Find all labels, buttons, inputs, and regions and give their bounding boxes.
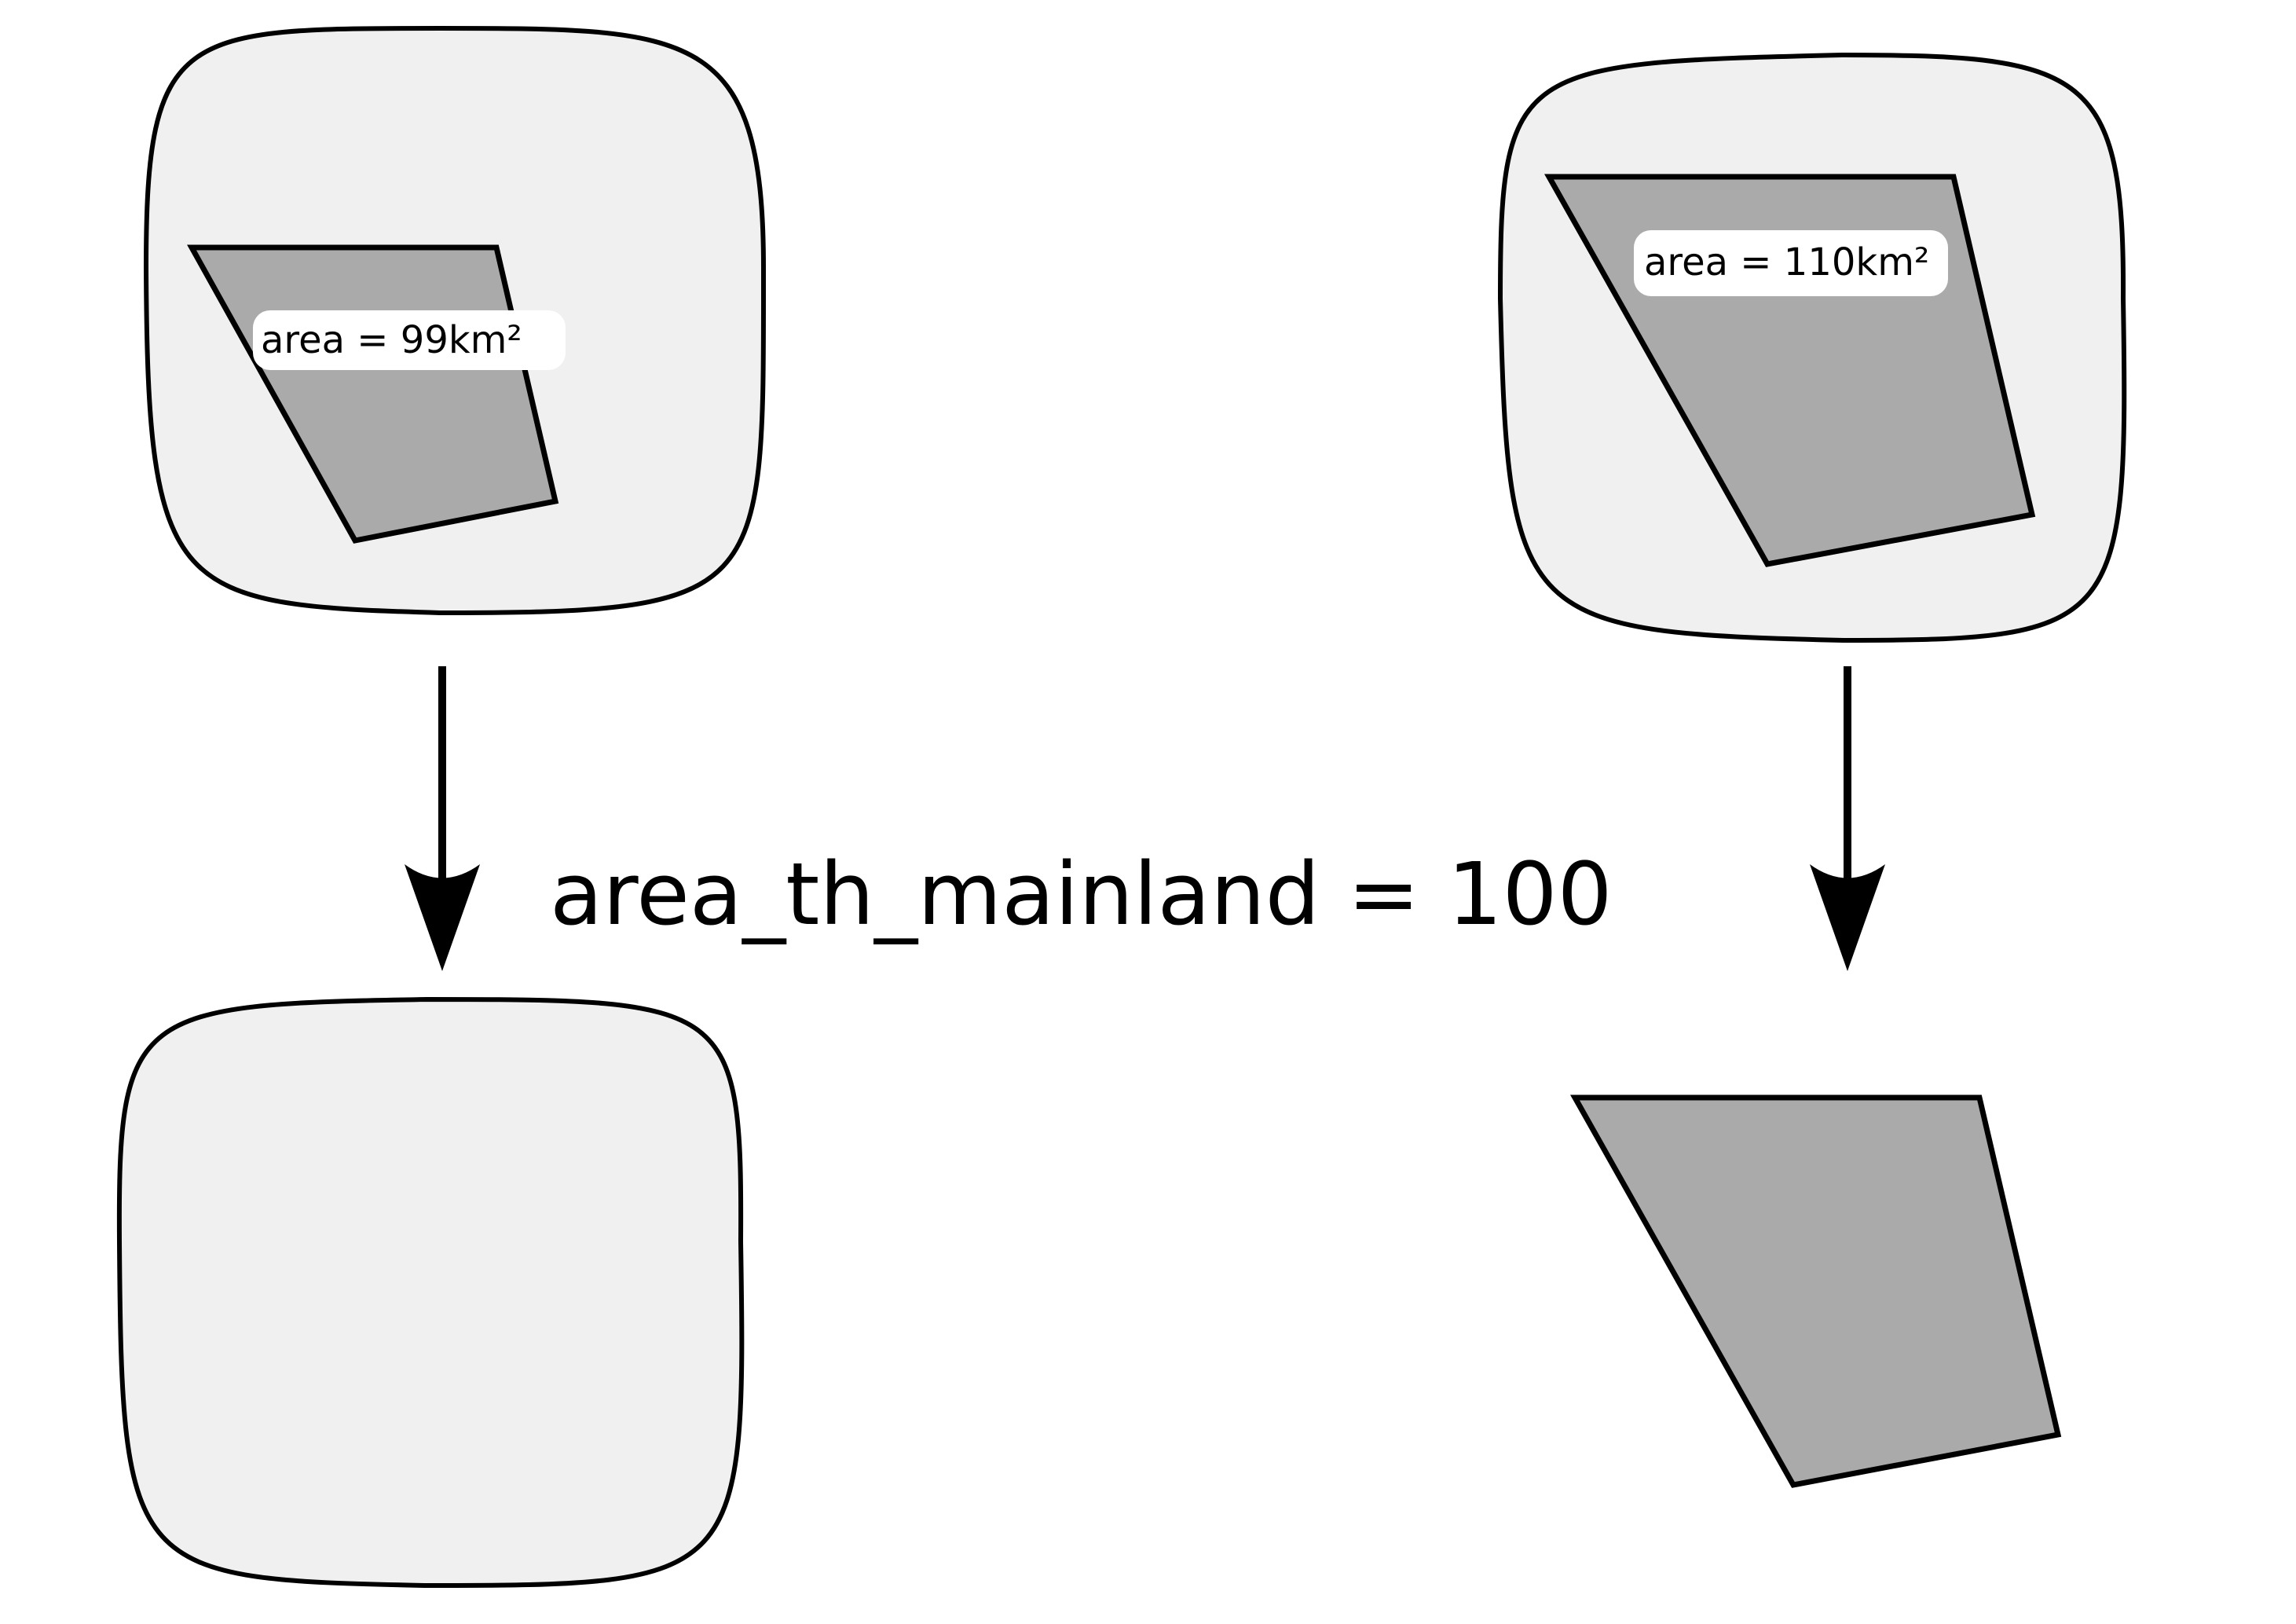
bottom-right-polygon xyxy=(1570,1094,2062,1488)
threshold-label: area_th_mainland = 100 xyxy=(550,844,1613,944)
bottom-right-group xyxy=(1570,1094,2062,1488)
bottom-left-group xyxy=(116,996,745,1589)
left-arrow xyxy=(405,666,480,971)
right-arrow-head xyxy=(1810,864,1885,971)
top-right-group: area = 110km² xyxy=(1497,52,2127,643)
right-arrow xyxy=(1810,666,1885,971)
bottom-left-island-shape xyxy=(116,996,745,1589)
top-right-area-label-background xyxy=(1634,230,1948,296)
top-left-area-label-background xyxy=(253,310,566,370)
left-arrow-head xyxy=(405,864,480,971)
top-right-area-label: area = 110km² xyxy=(1644,240,1929,284)
top-left-area-label: area = 99km² xyxy=(261,318,522,362)
top-left-group: area = 99km² xyxy=(143,25,767,616)
